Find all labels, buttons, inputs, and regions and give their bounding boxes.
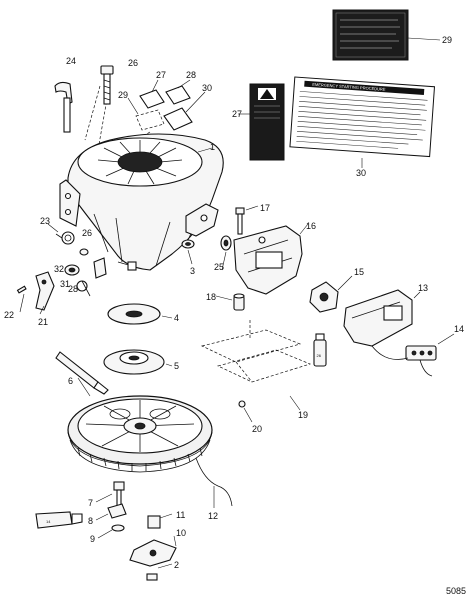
callout-28: 28 <box>186 70 196 80</box>
bolt-17 <box>235 205 259 235</box>
dash-lead-24 <box>84 85 101 141</box>
callout-2: 2 <box>174 560 179 570</box>
washer-8 <box>107 503 127 519</box>
callout-8: 8 <box>88 516 93 526</box>
nut-11 <box>147 513 173 529</box>
switch-housing-13 <box>343 289 421 347</box>
washer-26-left <box>79 248 89 256</box>
spring-31 <box>76 280 91 297</box>
callout-24: 24 <box>66 56 76 66</box>
decal-30: EMERGENCY STARTING PROCEDURE <box>289 76 436 158</box>
callout-22: 22 <box>4 310 14 320</box>
callout-29-small: 29 <box>118 90 128 100</box>
washer-3 <box>181 239 195 249</box>
callout-30-small: 30 <box>202 83 212 93</box>
decal-30-heading: EMERGENCY STARTING PROCEDURE <box>312 82 386 92</box>
nut-20 <box>238 400 253 423</box>
callout-25: 25 <box>214 262 224 272</box>
callout-5: 5 <box>174 361 179 371</box>
callout-19: 19 <box>298 410 308 420</box>
callout-3: 3 <box>190 266 195 276</box>
callout-9: 9 <box>90 534 95 544</box>
callout-17: 17 <box>260 203 270 213</box>
leader-25 <box>221 251 227 271</box>
leader-6 <box>77 377 91 397</box>
callout-6: 6 <box>68 376 73 386</box>
bolt-group-left <box>93 257 137 279</box>
tube-6 <box>55 351 109 395</box>
callout-11: 11 <box>176 510 185 520</box>
callout-10: 10 <box>176 528 186 538</box>
pin-22 <box>16 285 27 294</box>
callout-21: 21 <box>38 317 48 327</box>
nut-32 <box>64 264 80 276</box>
callout-31: 31 <box>60 279 70 289</box>
callout-4: 4 <box>174 313 179 323</box>
callout-12: 12 <box>208 511 218 521</box>
starter-housing-1 <box>59 133 224 271</box>
pulley-6 <box>67 395 233 508</box>
callout-18: 18 <box>206 292 216 302</box>
spacer-18 <box>233 293 245 311</box>
callout-16: 16 <box>306 221 316 231</box>
callout-23: 23 <box>40 216 50 226</box>
callout-30: 30 <box>356 168 366 178</box>
leader-3 <box>187 249 193 265</box>
callout-15: 15 <box>354 267 364 277</box>
tube-26: 26 <box>313 333 327 367</box>
leader-18 <box>215 295 233 301</box>
tube-14-label: 14 <box>46 519 51 524</box>
tube-14: 14 <box>35 511 83 529</box>
tube-26-label: 26 <box>317 353 322 358</box>
callout-13: 13 <box>418 283 428 293</box>
callout-32: 32 <box>54 264 64 274</box>
figure-number: 5085 <box>446 586 466 596</box>
callout-labels: 1 2 3 4 5 6 7 8 9 10 11 12 13 14 15 16 1… <box>4 35 464 570</box>
callout-20: 20 <box>252 424 262 434</box>
drive-cup-10 <box>129 535 177 567</box>
callout-26-left: 26 <box>82 228 92 238</box>
bolt-2 <box>146 563 173 581</box>
friction-plate-4 <box>107 303 173 325</box>
switch-14 <box>371 333 455 377</box>
callout-26: 26 <box>128 58 138 68</box>
decal-27 <box>238 83 285 161</box>
decal-29 <box>332 9 441 61</box>
callout-14: 14 <box>454 324 464 334</box>
callout-27: 27 <box>156 70 166 80</box>
mounting-plate-19 <box>200 320 312 411</box>
small-decals <box>127 79 206 131</box>
bolt-7 <box>113 481 125 507</box>
drive-plate-5 <box>103 349 173 375</box>
spring-23 <box>47 223 75 245</box>
bushing-25 <box>220 235 232 251</box>
pawl-21 <box>35 271 55 311</box>
interlock-bracket-16 <box>233 223 309 295</box>
leader-22 <box>19 293 25 313</box>
bolt-26-top <box>100 65 114 105</box>
callout-28-left: 28 <box>68 284 78 294</box>
nut-9 <box>111 524 125 532</box>
leader-21 <box>39 305 45 315</box>
callout-27-right: 27 <box>232 109 242 119</box>
cable-clip-15 <box>309 275 353 313</box>
callout-29: 29 <box>442 35 452 45</box>
callout-7: 7 <box>88 498 93 508</box>
starter-handle-24 <box>54 81 73 133</box>
callout-1: 1 <box>210 142 215 152</box>
